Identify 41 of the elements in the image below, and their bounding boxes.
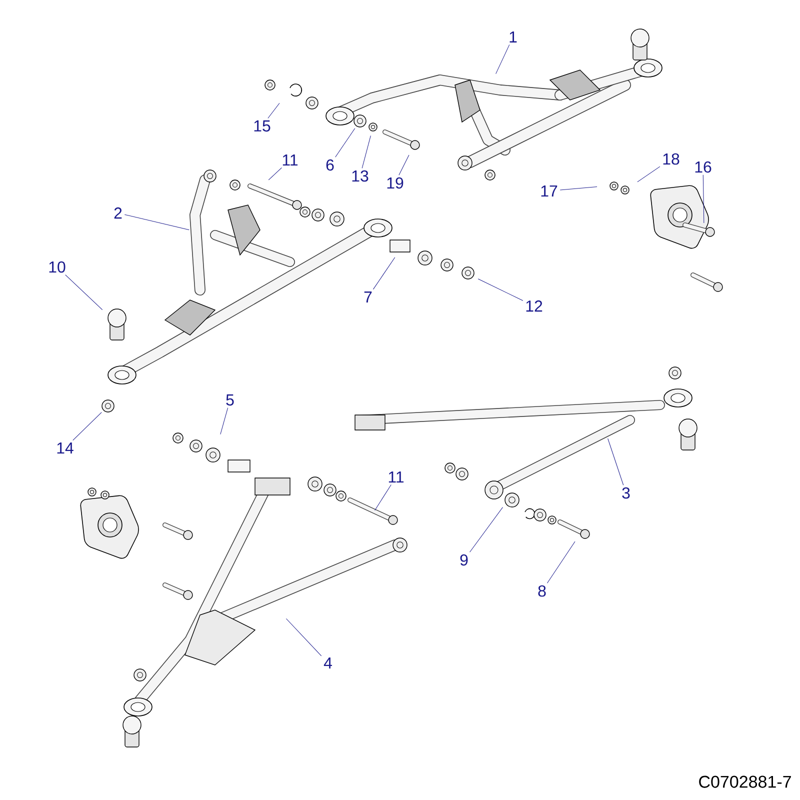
- leader-line: [608, 438, 624, 486]
- callout-number: 17: [541, 186, 558, 196]
- leader-line: [398, 154, 410, 176]
- leader-line: [268, 102, 280, 118]
- leader-line: [478, 278, 524, 301]
- leader-line: [470, 507, 503, 552]
- leader-line: [372, 257, 396, 290]
- callout-number: 12: [526, 300, 542, 312]
- leader-line: [362, 135, 371, 168]
- leader-line: [496, 44, 510, 74]
- callout-number: 18: [663, 153, 680, 165]
- leader-line: [560, 186, 598, 190]
- leader-line: [268, 167, 282, 180]
- leader-line: [547, 541, 576, 584]
- callout-number: 15: [254, 120, 270, 132]
- leader-line: [702, 174, 704, 224]
- leader-line: [286, 618, 322, 656]
- leader-line: [374, 484, 392, 511]
- callout-number: 16: [695, 161, 712, 173]
- callout-number: 1: [510, 32, 517, 42]
- callout-number: 5: [226, 394, 234, 406]
- leader-line: [335, 128, 356, 158]
- callout-number: 8: [538, 585, 546, 597]
- leader-line: [637, 166, 660, 182]
- callout-number: 6: [326, 159, 334, 171]
- callout-number: 7: [364, 292, 372, 302]
- leader-line: [220, 408, 228, 435]
- callout-number: 19: [387, 177, 404, 189]
- callout-number: 3: [622, 487, 630, 499]
- callout-number: 9: [460, 554, 468, 566]
- drawing-number: C0702881-7: [699, 776, 791, 788]
- callout-number: 11: [282, 154, 298, 166]
- leader-line: [65, 274, 103, 310]
- callout-number: 10: [49, 261, 66, 273]
- callout-number: 11: [388, 472, 404, 482]
- leader-line: [72, 412, 102, 441]
- callout-number: 13: [352, 170, 368, 182]
- callout-number: 2: [114, 207, 122, 219]
- callout-number: 4: [324, 658, 332, 669]
- callout-number: 14: [57, 442, 74, 454]
- leader-line: [124, 214, 190, 230]
